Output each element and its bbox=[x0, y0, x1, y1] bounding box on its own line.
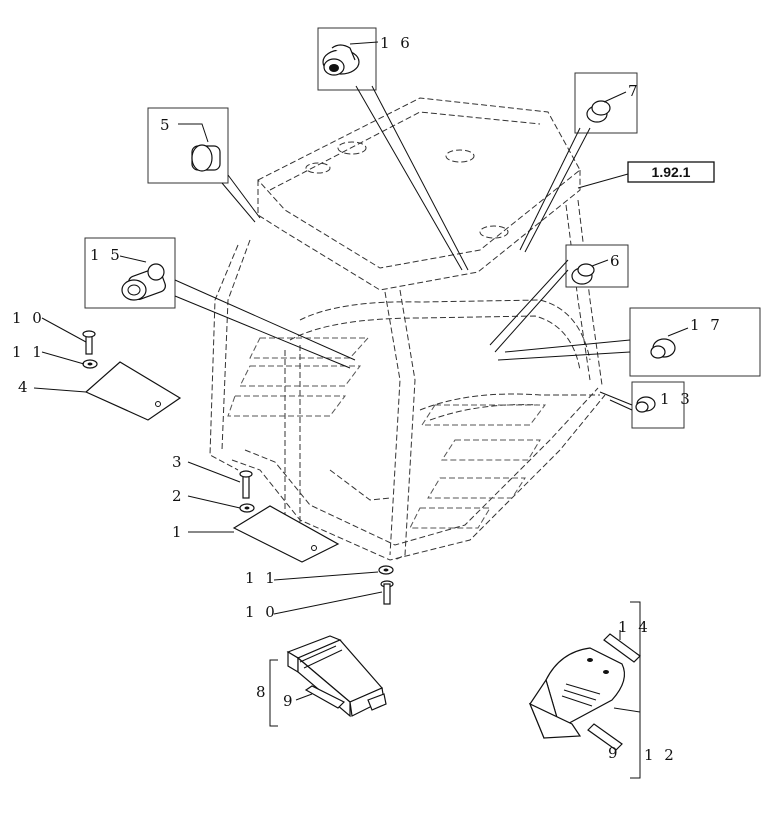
cab-outline bbox=[209, 97, 606, 561]
label-5: 5 bbox=[160, 116, 173, 134]
seal-strip-part-9-right bbox=[587, 723, 623, 751]
callout-13: 1 3 bbox=[599, 381, 693, 429]
callout-16: 1 6 bbox=[317, 27, 469, 271]
callout-7: 7 bbox=[519, 72, 641, 253]
bolt-part-3 bbox=[239, 470, 253, 499]
bolt-part-10-lower bbox=[380, 580, 394, 605]
label-11-lower: 1 1 bbox=[245, 569, 278, 587]
cover-plate-part-4 bbox=[84, 361, 182, 421]
cover-plate-part-1 bbox=[232, 505, 340, 563]
label-16: 1 6 bbox=[380, 34, 413, 52]
callout-17: 1 7 bbox=[497, 307, 761, 377]
label-10-lower: 1 0 bbox=[245, 603, 278, 621]
plug-part-6 bbox=[571, 263, 595, 285]
label-11-upper: 1 1 bbox=[12, 343, 45, 361]
label-7: 7 bbox=[628, 82, 641, 100]
label-12: 1 2 bbox=[644, 746, 677, 764]
grommet-part-5 bbox=[191, 144, 221, 172]
plug-part-17 bbox=[650, 338, 676, 359]
label-17: 1 7 bbox=[690, 316, 723, 334]
glass-panes bbox=[227, 337, 546, 529]
label-1: 1 bbox=[172, 523, 185, 541]
washer-part-11-lower bbox=[378, 565, 394, 575]
label-10-upper: 1 0 bbox=[12, 309, 45, 327]
plug-part-7 bbox=[586, 100, 611, 123]
label-9-right: 9 bbox=[608, 744, 621, 762]
seal-strip-part-9-left bbox=[304, 685, 346, 709]
label-13: 1 3 bbox=[660, 390, 693, 408]
vent-housing-part-12 bbox=[528, 647, 625, 739]
label-2: 2 bbox=[172, 487, 185, 505]
washer-part-2 bbox=[239, 503, 255, 513]
reference-callout: 1.92.1 bbox=[577, 161, 715, 189]
callout-15: 1 5 bbox=[84, 237, 356, 369]
callout-5: 5 bbox=[147, 107, 261, 223]
grommet-part-15 bbox=[121, 263, 166, 301]
label-14: 1 4 bbox=[618, 618, 651, 636]
washer-part-11-upper bbox=[82, 359, 98, 369]
label-9-left: 9 bbox=[283, 692, 296, 710]
bolt-part-10-upper bbox=[82, 330, 96, 355]
reference-label: 1.92.1 bbox=[652, 164, 691, 180]
plug-part-13 bbox=[635, 396, 656, 413]
label-8: 8 bbox=[256, 683, 269, 701]
label-4: 4 bbox=[18, 378, 31, 396]
label-6: 6 bbox=[610, 252, 623, 270]
label-3: 3 bbox=[172, 453, 185, 471]
plug-part-16 bbox=[322, 44, 360, 76]
label-15: 1 5 bbox=[90, 246, 123, 264]
callout-6: 6 bbox=[489, 244, 629, 353]
